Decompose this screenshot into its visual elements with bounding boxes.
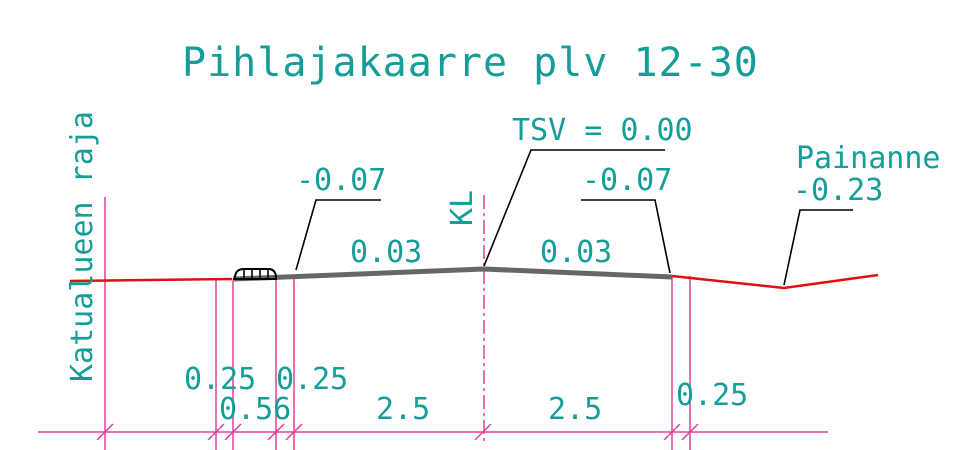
label-left-slope: 0.03 — [350, 235, 422, 270]
dimension-tick — [474, 423, 492, 441]
dimension-tick — [267, 423, 285, 441]
pavement-line — [233, 266, 673, 282]
dimension-label: 0.56 — [219, 392, 291, 427]
dimension-tick — [681, 423, 699, 441]
dimension-tick — [285, 423, 303, 441]
dimension-tick — [224, 423, 242, 441]
leader-right-level — [581, 199, 671, 274]
dimension-tick — [207, 423, 225, 441]
dimension-label: 0.25 — [184, 362, 256, 397]
dimension-ticks — [96, 423, 699, 441]
label-left-level: -0.07 — [296, 163, 386, 198]
label-kl: KL — [445, 190, 480, 226]
dimension-label: 2.5 — [548, 392, 602, 427]
label-right-level: -0.07 — [582, 163, 672, 198]
dimension-tick — [96, 423, 114, 441]
leader-lines — [295, 149, 853, 286]
label-tsv: TSV = 0.00 — [512, 113, 693, 148]
dimension-label: 0.25 — [276, 362, 348, 397]
leader-left-level — [295, 199, 381, 271]
leader-painanne — [783, 209, 853, 286]
label-street-boundary: Katualueen raja — [65, 111, 100, 382]
dimension-tick — [663, 423, 681, 441]
curb-symbol — [232, 268, 277, 280]
ground-line-right — [671, 273, 879, 290]
drawing-title: Pihlajakaarre plv 12-30 — [182, 40, 759, 86]
label-right-slope: 0.03 — [540, 235, 612, 270]
label-painanne-title: Painanne — [796, 141, 941, 176]
label-painanne-value: -0.23 — [793, 173, 883, 208]
dimension-label: 0.25 — [676, 378, 748, 413]
extension-lines — [104, 197, 691, 450]
dimension-label: 2.5 — [376, 392, 430, 427]
ground-line-left — [69, 277, 233, 283]
leader-tsv — [483, 149, 665, 267]
